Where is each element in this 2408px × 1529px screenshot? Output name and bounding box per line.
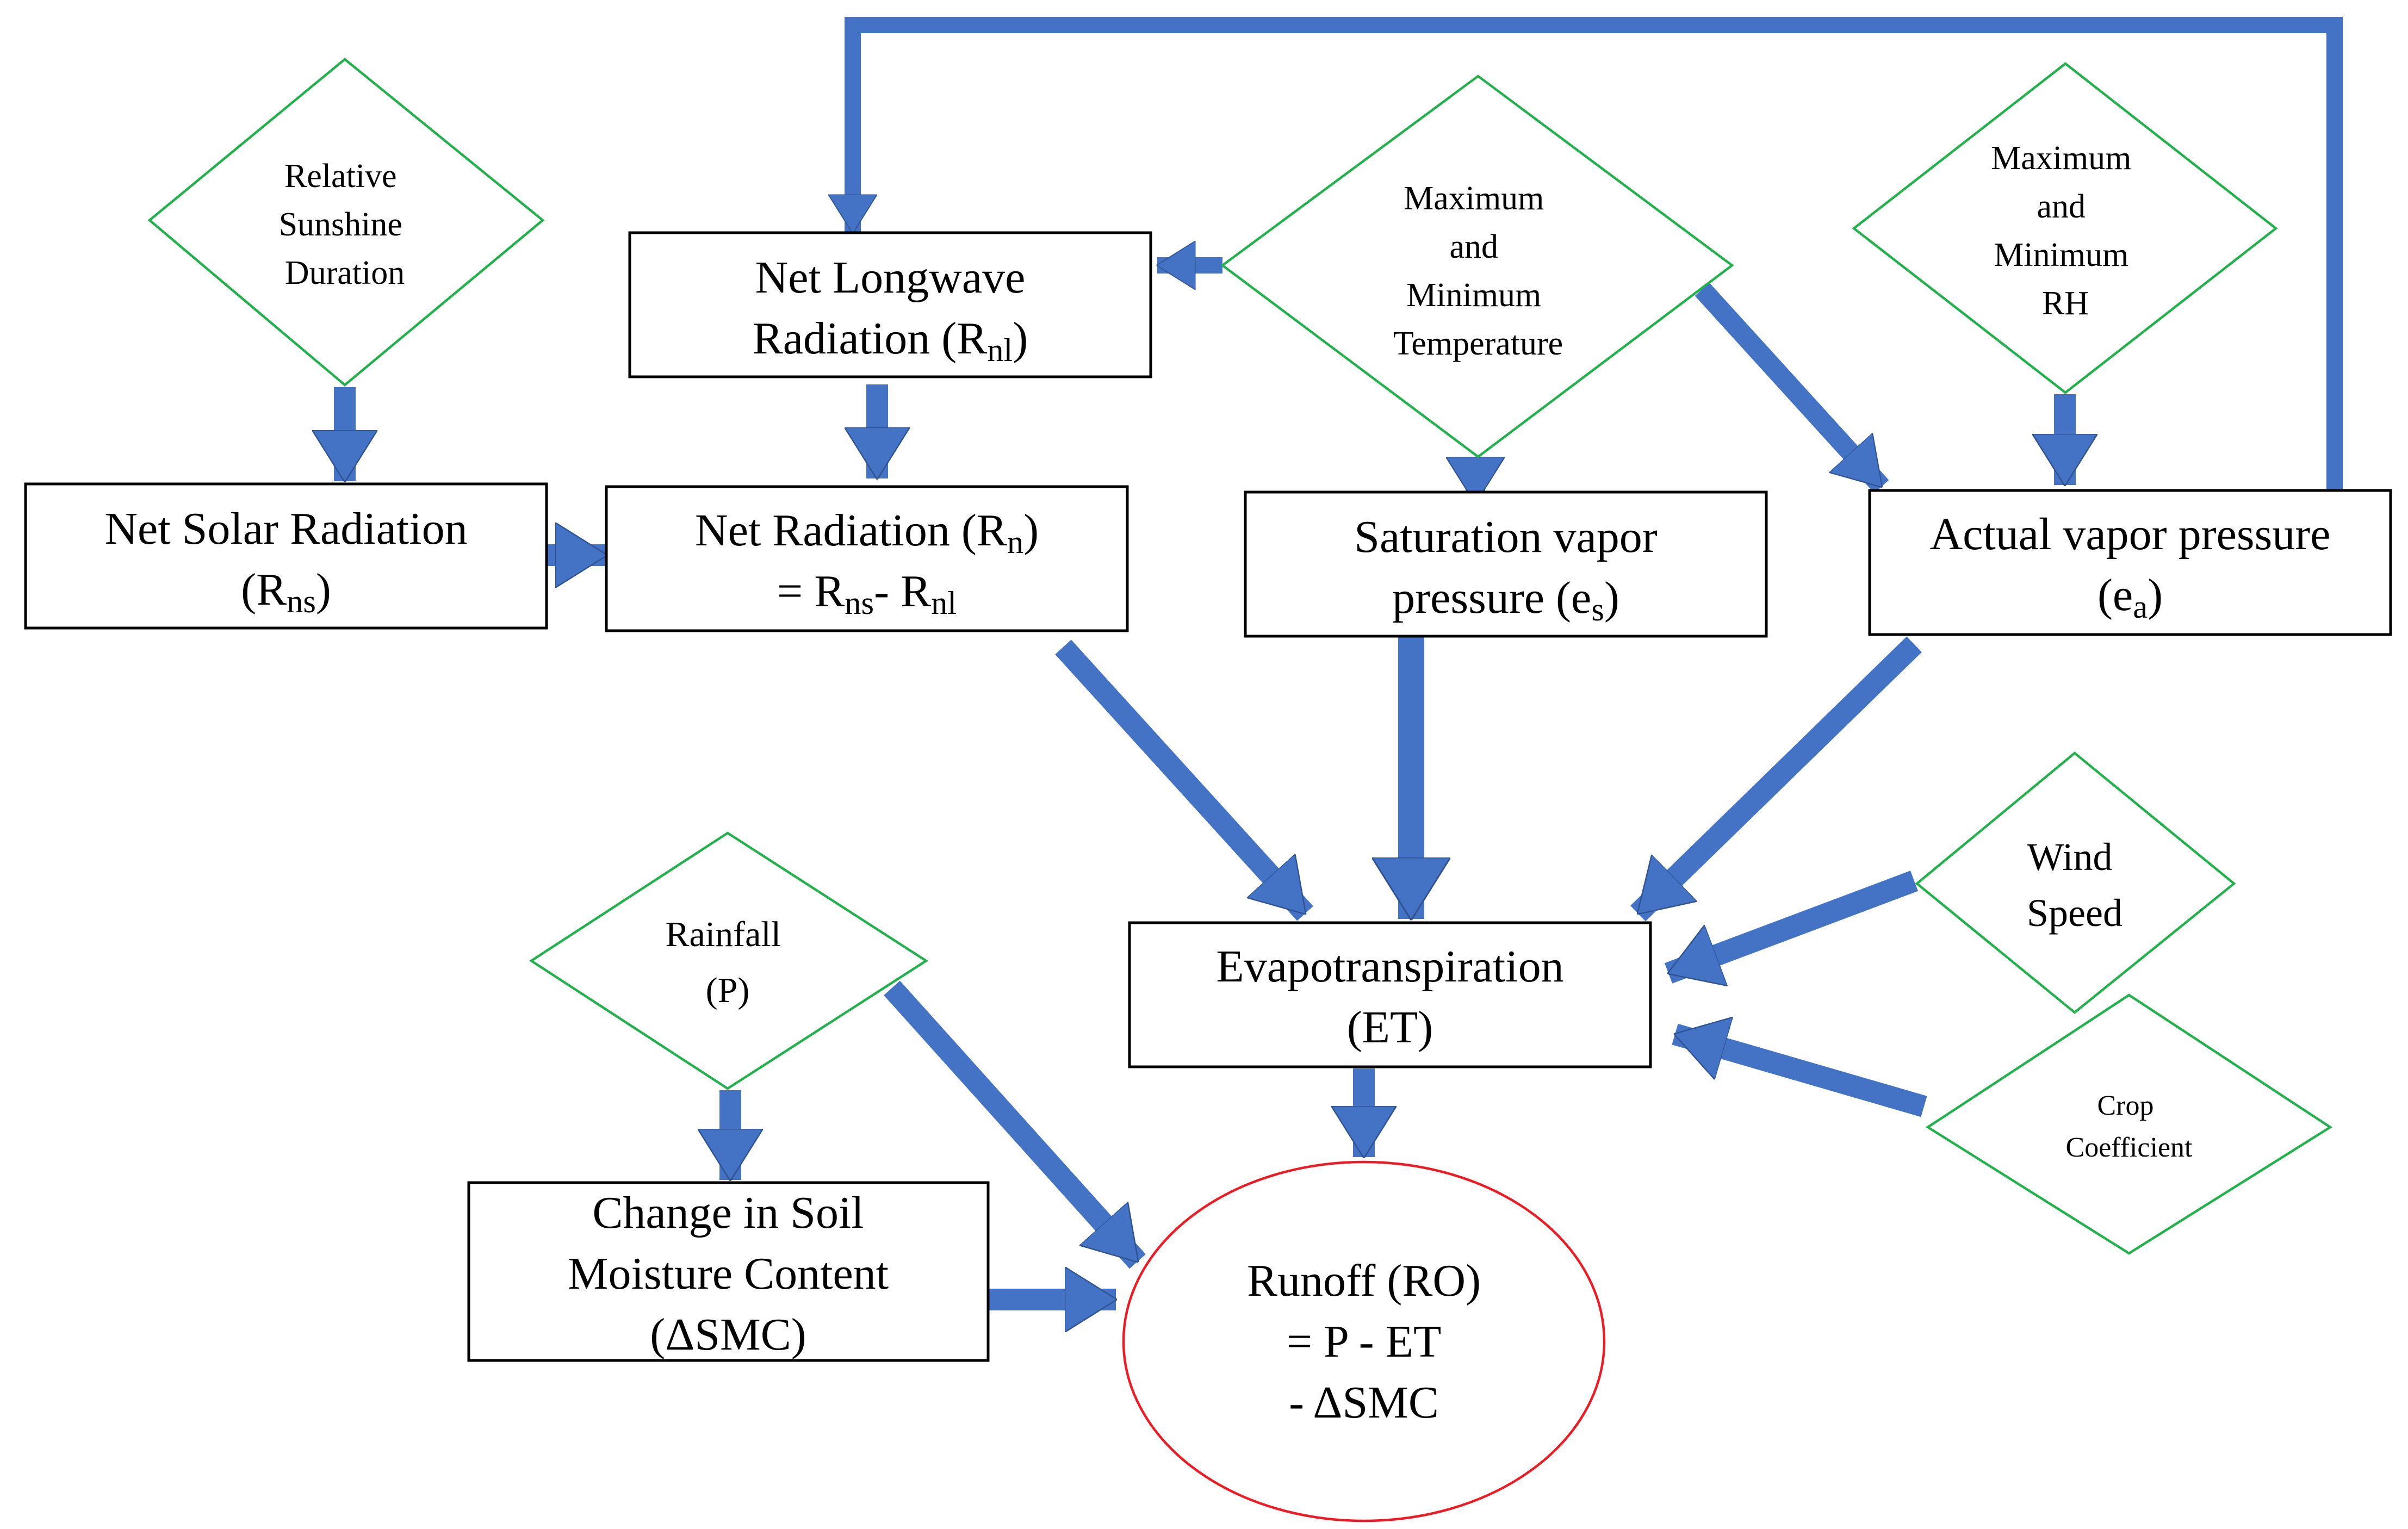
svg-text:Rainfall (P): Rainfall (P): [665, 915, 790, 1010]
arrow-rainfall-to-runoff: [884, 980, 1146, 1269]
svg-text:Maximum and Minimu: Maximum and Minimum RH: [1991, 140, 2140, 322]
arrow-crop-to-et: [1672, 1034, 1927, 1117]
box-saturation-vapor-pressure: Saturation vapor pressure (es): [1244, 490, 1768, 638]
svg-text:Net Longwave: Net Longwave: [755, 252, 1026, 303]
diamond-max-min-temperature: Maximum and Minimum Temperature: [1220, 74, 1734, 458]
box-net-longwave-radiation: Net Longwave Radiation (Rnl): [628, 231, 1152, 378]
arrow-wind-to-et: [1664, 871, 1919, 973]
diamond-relative-sunshine-duration: Relative Sunshine Duration: [147, 58, 545, 387]
svg-text:= Rns- Rnl: = Rns- Rnl: [777, 566, 957, 621]
svg-text:Moisture Content: Moisture Content: [568, 1248, 889, 1299]
arrow-netrad-to-et: [1055, 639, 1313, 921]
svg-text:Change in Soil: Change in Soil: [592, 1188, 864, 1238]
svg-text:(ΔSMC): (ΔSMC): [650, 1309, 806, 1360]
svg-text:= P - ET: = P - ET: [1287, 1316, 1442, 1367]
diamond-rainfall: Rainfall (P): [529, 831, 929, 1090]
svg-text:Net Solar Radiation: Net Solar Radiation: [104, 504, 467, 554]
svg-text:Evapotranspiration: Evapotranspiration: [1216, 941, 1563, 992]
svg-text:(ea): (ea): [2097, 570, 2163, 625]
svg-text:Maximum and Minimu: Maximum and Minimum Temperature: [1393, 180, 1563, 362]
diamond-crop-coefficient: Crop Coefficient: [1925, 993, 2333, 1255]
svg-text:(Rns): (Rns): [241, 564, 331, 620]
ellipse-runoff: Runoff (RO) = P - ET - ΔSMC: [1122, 1160, 1606, 1522]
svg-text:- ΔSMC: - ΔSMC: [1289, 1377, 1439, 1428]
feedback-arrow-actual-to-longwave: [853, 17, 2343, 494]
svg-text:Relative Sunshine: Relative Sunshine Duration: [279, 158, 411, 291]
diamond-max-min-rh: Maximum and Minimum RH: [1852, 62, 2278, 394]
svg-text:Actual vapor pressure: Actual vapor pressure: [1929, 509, 2330, 560]
svg-text:Runoff (RO): Runoff (RO): [1247, 1255, 1481, 1306]
svg-text:Saturation vapor: Saturation vapor: [1354, 512, 1658, 562]
box-actual-vapor-pressure: Actual vapor pressure (ea): [1868, 489, 2392, 636]
box-change-in-soil-moisture-content: Change in Soil Moisture Content (ΔSMC): [467, 1181, 990, 1362]
svg-text:Radiation (Rnl): Radiation (Rnl): [753, 313, 1028, 369]
arrow-temp-to-actual: [1695, 282, 1889, 494]
box-net-radiation: Net Radiation (Rn) = Rns- Rnl: [605, 485, 1129, 632]
svg-text:Crop Coefficient: Crop Coefficient: [2066, 1090, 2193, 1163]
svg-text:Net Radiation (Rn): Net Radiation (Rn): [695, 505, 1039, 561]
arrow-actual-to-et: [1630, 636, 1922, 922]
svg-text:pressure (es): pressure (es): [1392, 573, 1619, 628]
svg-text:Wind Speed: Wind Speed: [2027, 835, 2122, 935]
diamond-wind-speed: Wind Speed: [1915, 751, 2236, 1014]
arrows-layer: [345, 17, 2343, 1300]
box-net-solar-radiation: Net Solar Radiation (Rns): [24, 482, 548, 630]
svg-text:(ET): (ET): [1347, 1002, 1433, 1053]
box-evapotranspiration: Evapotranspiration (ET): [1128, 921, 1652, 1068]
